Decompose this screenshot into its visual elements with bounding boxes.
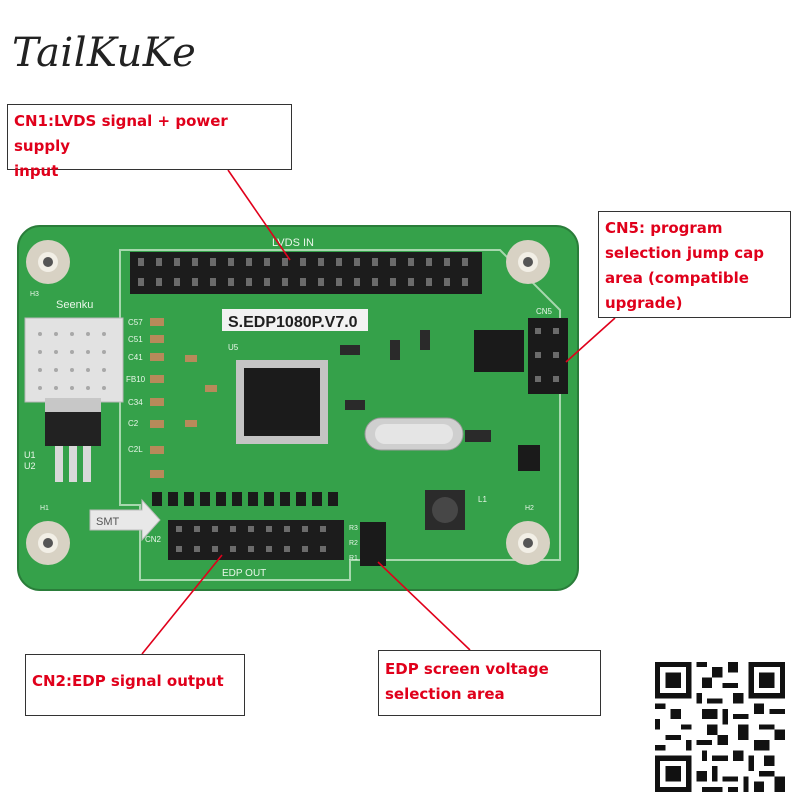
u5-label: U5 bbox=[228, 343, 239, 352]
cap-label: C57 bbox=[128, 318, 143, 327]
voltage-regulator bbox=[45, 398, 101, 482]
brand-logo-text: TailKuKe bbox=[12, 30, 197, 76]
model-label: S.EDP1080P.V7.0 bbox=[228, 314, 358, 331]
edp-out-label: EDP OUT bbox=[222, 568, 266, 579]
cap-label: C41 bbox=[128, 353, 143, 362]
u2-label: U2 bbox=[24, 461, 36, 471]
cn5-board-label: CN5 bbox=[536, 307, 553, 316]
l1-label: L1 bbox=[478, 495, 487, 504]
callout-cn5-line3: area (compatible bbox=[605, 269, 749, 287]
callout-edp-line2: selection area bbox=[385, 685, 505, 703]
cn2-board-label: CN2 bbox=[145, 535, 162, 544]
callout-cn5-line1: CN5: program bbox=[605, 219, 723, 237]
callout-cn1: CN1:LVDS signal + power supply input bbox=[7, 104, 292, 180]
r3-label: R3 bbox=[349, 525, 358, 532]
cn5-header bbox=[528, 318, 568, 394]
leader-line-cn1 bbox=[227, 169, 291, 261]
mounting-hole-top-right bbox=[506, 240, 550, 284]
cap-label: C51 bbox=[128, 335, 143, 344]
smt-label: SMT bbox=[96, 516, 120, 528]
seenku-label: Seenku bbox=[56, 299, 93, 311]
voltage-jumper-area bbox=[360, 522, 386, 566]
leader-line-cn5 bbox=[565, 317, 616, 363]
callout-cn5-line2: selection jump cap bbox=[605, 244, 764, 262]
lvds-in-label: LVDS IN bbox=[272, 237, 314, 249]
callout-cn1-line1: CN1:LVDS signal + power supply bbox=[14, 112, 228, 155]
edp-header bbox=[168, 520, 344, 560]
r1-label: R1 bbox=[349, 555, 358, 562]
transistor bbox=[518, 445, 540, 471]
lvds-header bbox=[130, 252, 482, 294]
callout-edp-line1: EDP screen voltage bbox=[385, 660, 549, 678]
h2-label: H2 bbox=[525, 505, 534, 512]
leader-line-cn2 bbox=[141, 554, 223, 655]
mounting-hole-bottom-right bbox=[506, 521, 550, 565]
smt-arrow bbox=[89, 498, 161, 542]
callout-edp-voltage: EDP screen voltage selection area bbox=[378, 650, 601, 716]
h3-label: H3 bbox=[30, 291, 39, 298]
cap-label: C2 bbox=[128, 419, 139, 428]
leader-line-edp bbox=[377, 561, 471, 651]
cap-label: FB10 bbox=[126, 375, 146, 384]
callout-cn5: CN5: program selection jump cap area (co… bbox=[598, 211, 791, 318]
cap-label: C2L bbox=[128, 445, 143, 454]
callout-cn5-line4: upgrade) bbox=[605, 294, 683, 312]
mounting-hole-bottom-left bbox=[26, 521, 70, 565]
callout-cn2-text: CN2:EDP signal output bbox=[32, 672, 224, 690]
qr-code bbox=[655, 662, 785, 792]
main-chip bbox=[236, 360, 328, 444]
callout-cn1-line2: input bbox=[14, 162, 59, 180]
crystal bbox=[364, 417, 464, 451]
h1-label: H1 bbox=[40, 505, 49, 512]
mounting-hole-top-left bbox=[26, 240, 70, 284]
inductor bbox=[425, 490, 465, 530]
callout-cn2: CN2:EDP signal output bbox=[25, 654, 245, 716]
u1-label: U1 bbox=[24, 450, 36, 460]
cap-label: C34 bbox=[128, 398, 143, 407]
eeprom-chip bbox=[474, 330, 524, 372]
r2-label: R2 bbox=[349, 540, 358, 547]
